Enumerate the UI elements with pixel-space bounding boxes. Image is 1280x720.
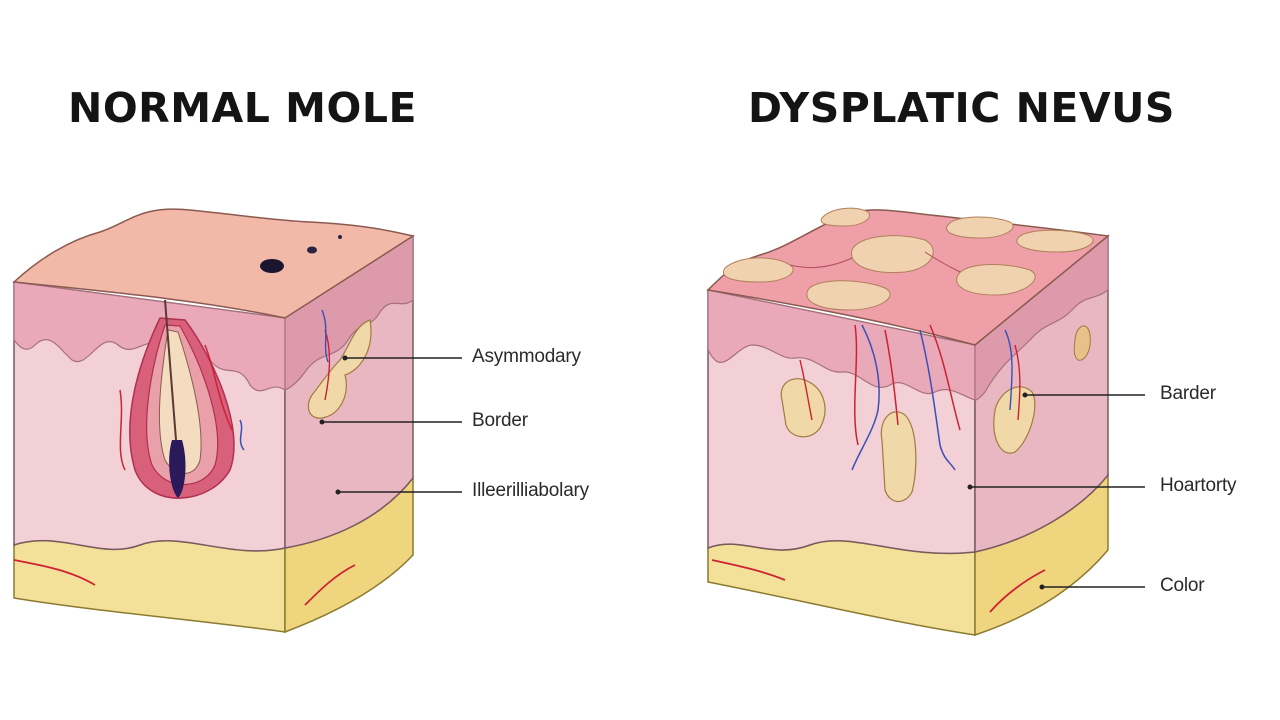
normal-mole-title: NORMAL MOLE	[68, 84, 417, 132]
right-epidermis-side-band	[974, 234, 1109, 401]
right-label-heterogeneity: Hoartorty	[1160, 475, 1237, 496]
left-side-gland	[307, 319, 372, 419]
right-surface-patch-2	[806, 280, 891, 311]
right-side-vessel-red	[1014, 344, 1021, 421]
right-skin-surface	[706, 209, 1110, 346]
right-surface-patch-6	[946, 216, 1014, 239]
right-vessel-red-1	[854, 324, 859, 446]
right-surface-patch-7	[820, 207, 870, 227]
left-fat-vessel-2	[304, 564, 356, 606]
left-label-irregularity: Illeerilliabolary	[472, 480, 589, 501]
right-side-nest-2	[1073, 325, 1091, 361]
right-vessel-red-2	[884, 329, 899, 426]
right-surface-patch-1	[722, 257, 794, 283]
left-surface-spot-large	[260, 259, 284, 273]
left-skin-surface	[12, 208, 415, 319]
right-surface-patch-4	[956, 264, 1036, 296]
left-vessel-red-2	[204, 344, 233, 431]
right-surface-crack-2	[924, 251, 961, 273]
right-label-color: Color	[1160, 575, 1205, 596]
left-vessel-red-1	[119, 389, 126, 471]
left-surface-spot-medium	[307, 246, 317, 254]
dysplastic-nevus-title: DYSPLATIC NEVUS	[748, 84, 1175, 132]
right-fat-vessel-1	[711, 559, 786, 581]
left-mole-core	[169, 440, 186, 498]
left-label-asymmetry: Asymmodary	[472, 346, 581, 367]
right-side-nest-1	[993, 386, 1036, 454]
right-vessel-blue-2	[919, 329, 956, 471]
right-surface-patch-5	[1016, 229, 1094, 253]
right-label-border: Barder	[1160, 383, 1216, 404]
left-vessel-blue	[239, 419, 245, 451]
left-fat-layer-front	[13, 539, 286, 633]
right-surface-patch-3	[851, 235, 934, 274]
left-leader-1-dot	[342, 355, 348, 361]
left-hair-shaft	[164, 299, 177, 441]
right-leader-3-dot	[1039, 584, 1045, 590]
dysplastic-nevus-skin-block	[706, 207, 1145, 637]
right-epidermis-band	[707, 289, 976, 401]
right-vessel-red-4	[799, 359, 813, 421]
right-surface-crack-1	[789, 257, 853, 269]
right-vessel-red-3	[929, 324, 961, 431]
normal-mole-skin-block	[12, 208, 462, 634]
right-dermal-nest-1	[780, 378, 826, 438]
right-side-vessel-blue	[1004, 329, 1013, 411]
right-leader-2-dot	[967, 484, 973, 490]
left-label-border: Border	[472, 410, 528, 431]
left-epidermis-side-band	[284, 234, 414, 391]
right-vessel-blue-1	[851, 324, 880, 471]
right-dermal-nest-2	[880, 411, 917, 503]
left-fat-vessel-1	[13, 559, 96, 586]
left-leader-2-dot	[319, 419, 325, 425]
right-leader-1-dot	[1022, 392, 1028, 398]
left-epidermis-band	[13, 281, 286, 392]
right-fat-vessel-2	[989, 569, 1046, 613]
right-dermis-side	[974, 234, 1109, 553]
left-leader-3-dot	[335, 489, 341, 495]
left-surface-spot-small	[338, 235, 342, 239]
right-fat-layer-front	[707, 539, 976, 636]
left-side-vessel-blue	[321, 309, 329, 363]
left-side-vessel-red	[324, 329, 331, 401]
